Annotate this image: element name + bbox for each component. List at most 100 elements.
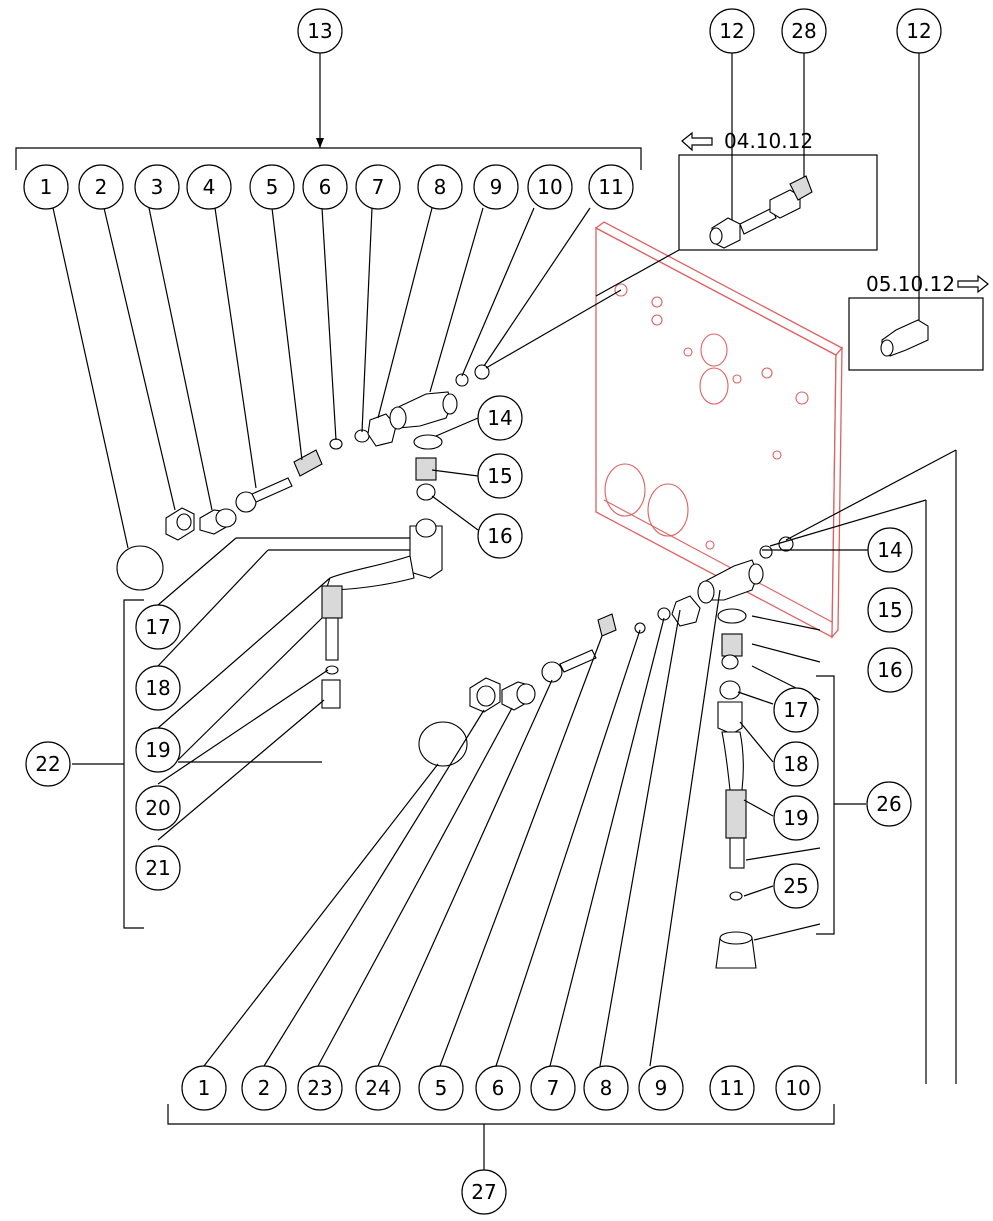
svg-text:18: 18 [145,676,170,700]
svg-text:16: 16 [877,658,902,682]
leader-lines-upper [52,207,622,929]
callout-top-7: 7 [355,164,401,210]
svg-text:5: 5 [435,1076,448,1100]
svg-text:8: 8 [600,1076,613,1100]
callout-right-14: 14 [867,527,913,573]
callout-bottom-9: 9 [638,1065,684,1111]
callout-13: 13 [297,8,343,54]
callout-top-6: 6 [302,164,348,210]
callout-right-19: 19 [773,795,819,841]
svg-text:12: 12 [719,19,744,43]
svg-text:3: 3 [151,175,164,199]
detail-box-05 [848,50,984,371]
callout-upper-15: 15 [477,453,523,499]
svg-text:18: 18 [783,752,808,776]
callout-bottom-5: 5 [418,1065,464,1111]
callout-top-5: 5 [249,164,295,210]
callout-left-18: 18 [135,665,181,711]
detail-date-left: 04.10.12 [724,129,813,153]
svg-text:22: 22 [35,752,60,776]
upper-assembly [116,364,490,709]
svg-text:8: 8 [434,175,447,199]
callout-12-a: 12 [709,8,755,54]
right-outline-arrow-icon [957,274,989,294]
callout-left-20: 20 [135,785,181,831]
svg-text:19: 19 [783,806,808,830]
callout-top-11: 11 [588,164,634,210]
detail-date-right: 05.10.12 [866,272,955,296]
svg-text:17: 17 [145,615,170,639]
callout-12-b: 12 [896,8,942,54]
svg-text:10: 10 [537,175,562,199]
callout-left-21: 21 [135,845,181,891]
callout-bottom-6: 6 [475,1065,521,1111]
svg-text:9: 9 [655,1076,668,1100]
callout-right-26: 26 [866,781,912,827]
callout-bubbles: 13 12 28 12 1 2 3 4 5 6 7 8 9 10 11 14 1… [23,8,942,1215]
svg-text:6: 6 [319,175,332,199]
svg-text:24: 24 [365,1076,390,1100]
svg-text:28: 28 [791,19,816,43]
callout-bottom-23: 23 [297,1065,343,1111]
svg-text:9: 9 [490,175,503,199]
callout-bottom-1: 1 [181,1065,227,1111]
svg-text:2: 2 [95,175,108,199]
callout-bottom-27: 27 [461,1169,507,1215]
svg-text:12: 12 [906,19,931,43]
callout-left-17: 17 [135,604,181,650]
svg-text:5: 5 [266,175,279,199]
lower-assembly [418,536,794,969]
svg-text:7: 7 [547,1076,560,1100]
svg-text:7: 7 [372,175,385,199]
group-bracket-13 [15,50,642,170]
callout-bottom-2: 2 [241,1065,287,1111]
svg-text:15: 15 [487,464,512,488]
svg-text:13: 13 [307,19,332,43]
svg-text:2: 2 [258,1076,271,1100]
callout-bottom-7: 7 [530,1065,576,1111]
detail-box-04 [595,50,878,297]
svg-text:11: 11 [598,175,623,199]
callout-upper-16: 16 [477,513,523,559]
callout-left-19: 19 [135,727,181,773]
svg-text:26: 26 [876,792,901,816]
svg-text:4: 4 [203,175,216,199]
callout-right-25: 25 [773,863,819,909]
callout-left-22: 22 [25,741,71,787]
callout-top-1: 1 [23,164,69,210]
svg-text:25: 25 [783,874,808,898]
callout-bottom-8: 8 [583,1065,629,1111]
svg-text:16: 16 [487,524,512,548]
callout-right-17: 17 [773,687,819,733]
svg-text:20: 20 [145,796,170,820]
callout-right-16: 16 [867,647,913,693]
callout-top-9: 9 [473,164,519,210]
callout-top-2: 2 [78,164,124,210]
callout-right-18: 18 [773,741,819,787]
callout-bottom-10: 10 [775,1065,821,1111]
svg-text:23: 23 [307,1076,332,1100]
callout-top-3: 3 [134,164,180,210]
svg-text:1: 1 [198,1076,211,1100]
svg-text:10: 10 [785,1076,810,1100]
mounting-panel [594,221,844,639]
svg-text:6: 6 [492,1076,505,1100]
callout-top-10: 10 [527,164,573,210]
svg-text:19: 19 [145,738,170,762]
callout-bottom-11: 11 [709,1065,755,1111]
svg-text:14: 14 [487,406,512,430]
callout-28: 28 [781,8,827,54]
svg-text:21: 21 [145,856,170,880]
leader-lines-lower [167,449,957,1170]
left-outline-arrow-icon [681,131,713,152]
svg-text:11: 11 [719,1076,744,1100]
callout-upper-14: 14 [477,395,523,441]
callout-right-15: 15 [867,587,913,633]
svg-text:14: 14 [877,538,902,562]
svg-text:27: 27 [471,1180,496,1204]
svg-text:17: 17 [783,698,808,722]
callout-top-4: 4 [186,164,232,210]
svg-text:1: 1 [40,175,53,199]
callout-bottom-24: 24 [355,1065,401,1111]
